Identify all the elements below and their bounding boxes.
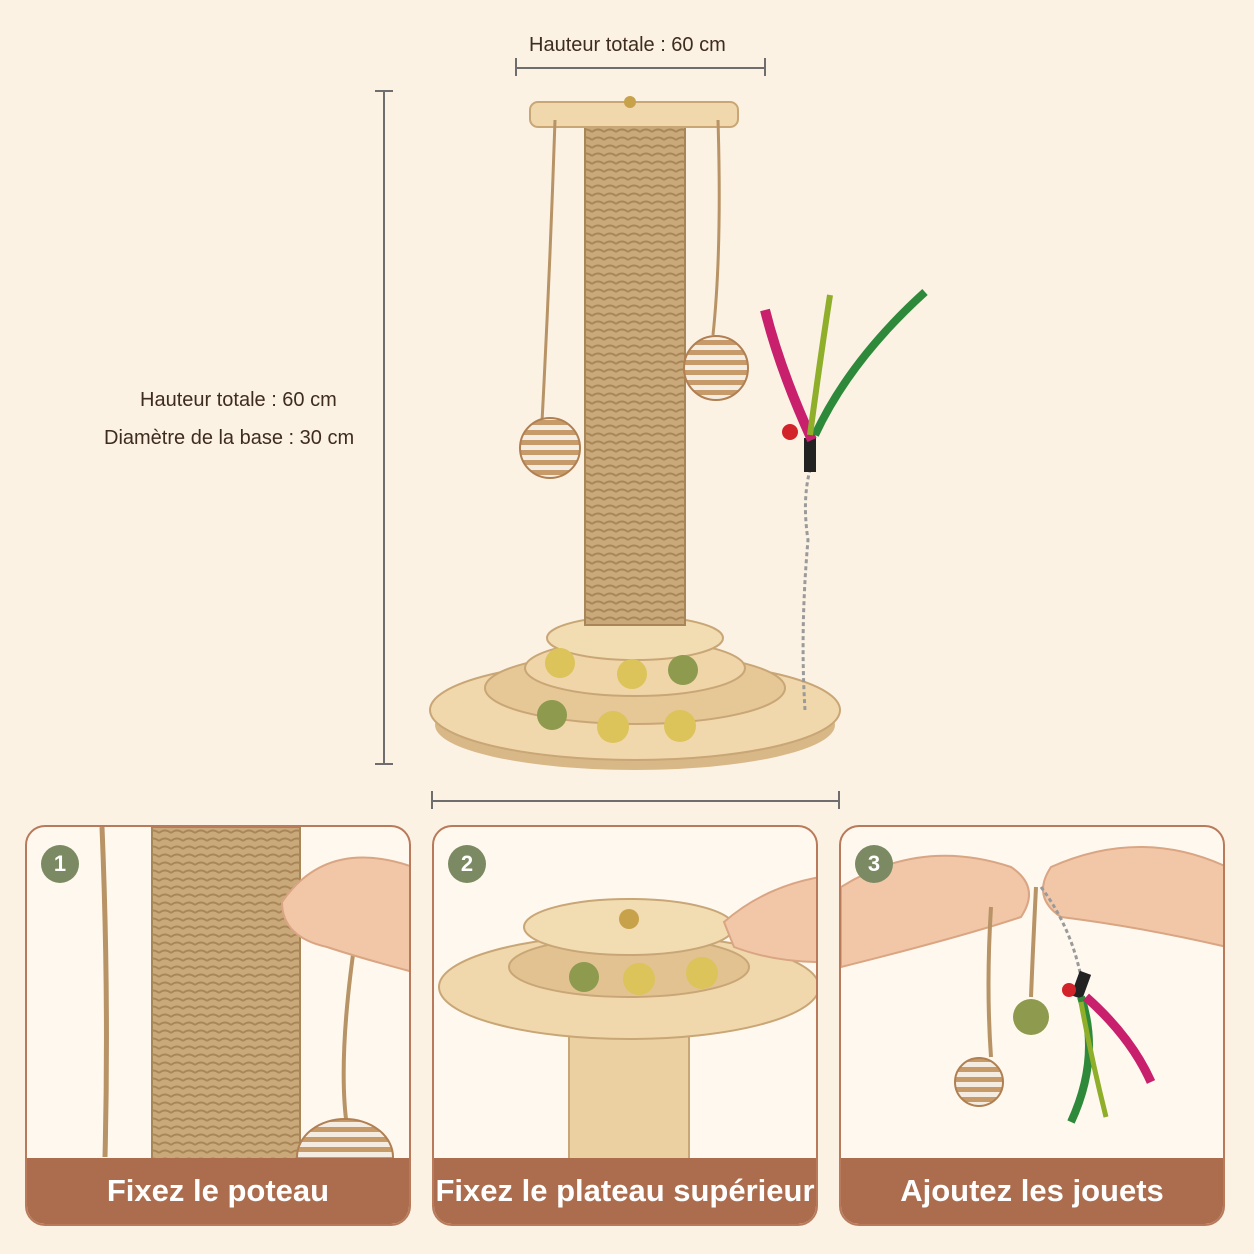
- height-dimension-tick-top: [375, 90, 393, 92]
- step-1-caption: Fixez le poteau: [27, 1158, 409, 1224]
- height-dimension-line: [383, 90, 385, 764]
- base-dimension-tick-right: [838, 791, 840, 809]
- top-width-label: Hauteur totale : 60 cm: [529, 34, 726, 56]
- step-2-scene: [438, 876, 816, 1168]
- step-3-number: 3: [855, 845, 893, 883]
- height-label: Hauteur totale : 60 cm: [140, 389, 337, 411]
- step-3-panel: 3 Ajoutez les jouets: [839, 825, 1225, 1226]
- step-2-panel: 2 Fixez le plateau supérieur: [432, 825, 818, 1226]
- height-dimension-tick-bottom: [375, 763, 393, 765]
- step-3-caption: Ajoutez les jouets: [841, 1158, 1223, 1224]
- top-dimension-line: [515, 67, 765, 69]
- step-2-caption: Fixez le plateau supérieur: [434, 1158, 816, 1224]
- step-1-panel: 1 Fixez le poteau: [25, 825, 411, 1226]
- base-dimension-tick-left: [431, 791, 433, 809]
- step-1-number: 1: [41, 845, 79, 883]
- step-1-scene: [99, 827, 409, 1196]
- step-3-scene: [841, 846, 1223, 1124]
- top-dimension-tick-left: [515, 58, 517, 76]
- step-2-number: 2: [448, 845, 486, 883]
- diameter-label: Diamètre de la base : 30 cm: [104, 427, 355, 449]
- cat-scratching-post-illustration: [429, 96, 928, 770]
- top-dimension-tick-right: [764, 58, 766, 76]
- base-dimension-line: [431, 800, 839, 802]
- base-flower-platform: [429, 615, 841, 770]
